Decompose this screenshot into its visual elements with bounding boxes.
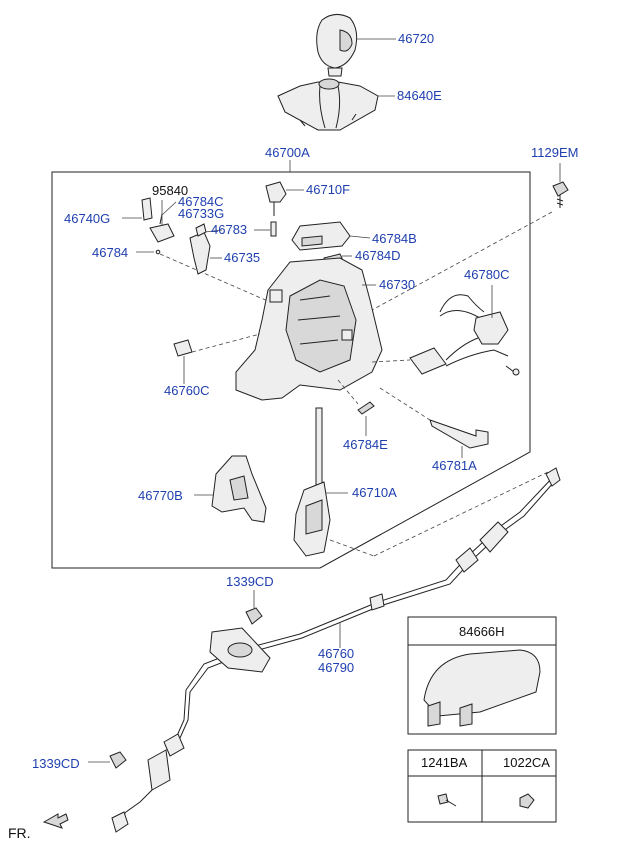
label-46700A: 46700A bbox=[265, 145, 310, 160]
label-1339CD-bottom: 1339CD bbox=[32, 756, 80, 771]
label-46730: 46730 bbox=[379, 277, 416, 292]
label-46790: 46790 bbox=[318, 660, 355, 675]
label-46784: 46784 bbox=[92, 245, 129, 260]
bolt-icon bbox=[552, 181, 569, 208]
label-1241BA: 1241BA bbox=[421, 755, 468, 770]
label-46784D: 46784D bbox=[355, 248, 401, 263]
label-46720: 46720 bbox=[398, 31, 435, 46]
label-46735: 46735 bbox=[224, 250, 261, 265]
lever-46710A bbox=[293, 407, 331, 557]
fr-arrow-icon bbox=[42, 813, 69, 829]
bracket-46770B bbox=[211, 455, 267, 523]
bolt-icon bbox=[437, 793, 457, 807]
label-46780C: 46780C bbox=[464, 267, 510, 282]
label-84666H: 84666H bbox=[459, 624, 505, 639]
label-1022CA: 1022CA bbox=[503, 755, 550, 770]
label-46710A: 46710A bbox=[352, 485, 397, 500]
label-46784B: 46784B bbox=[372, 231, 417, 246]
harness-46780C bbox=[409, 294, 520, 376]
shift-boot-icon bbox=[277, 78, 379, 131]
label-46740G: 46740G bbox=[64, 211, 111, 226]
label-46781A: 46781A bbox=[432, 458, 477, 473]
label-46760: 46760 bbox=[318, 646, 355, 661]
label-95840: 95840 bbox=[152, 183, 189, 198]
label-1339CD-top: 1339CD bbox=[226, 574, 274, 589]
shifter-housing-46730 bbox=[235, 257, 383, 401]
label-46770B: 46770B bbox=[138, 488, 183, 503]
label-46710F: 46710F bbox=[306, 182, 351, 197]
shift-cable-46760 bbox=[111, 467, 561, 833]
label-84640E: 84640E bbox=[397, 88, 442, 103]
label-46733G: 46733G bbox=[178, 206, 225, 221]
label-46784E: 46784E bbox=[343, 437, 388, 452]
nut-icon bbox=[245, 607, 263, 625]
nut-icon bbox=[109, 751, 127, 769]
label-46783: 46783 bbox=[211, 222, 248, 237]
switch-95840 bbox=[141, 197, 175, 243]
fastener-table bbox=[407, 749, 557, 823]
nut-icon bbox=[519, 793, 535, 809]
label-46760C: 46760C bbox=[164, 383, 210, 398]
label-46784C: 46784C bbox=[178, 194, 224, 209]
assembly-frame bbox=[51, 171, 531, 569]
button-46710F bbox=[265, 181, 287, 216]
box-84666H bbox=[407, 616, 557, 735]
label-fr: FR. bbox=[8, 825, 31, 841]
shift-knob-icon bbox=[316, 14, 358, 77]
label-1129EM: 1129EM bbox=[531, 145, 579, 160]
